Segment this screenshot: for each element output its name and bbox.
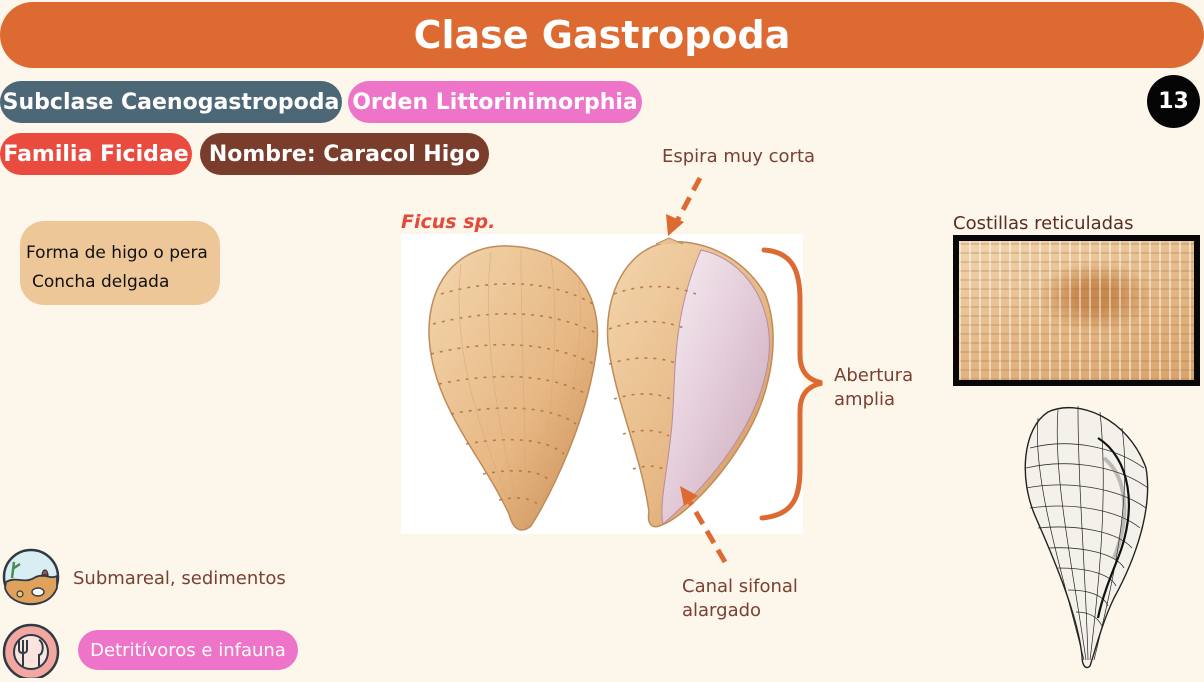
ribs-closeup-photo bbox=[953, 235, 1200, 386]
family-pill: Familia Ficidae bbox=[0, 133, 192, 175]
shell-illustration bbox=[428, 237, 774, 531]
family-label: Familia Ficidae bbox=[3, 141, 189, 167]
subclass-pill: Subclase Caenogastropoda bbox=[0, 81, 342, 123]
diet-icon bbox=[2, 622, 60, 681]
ribs-label: Costillas reticuladas bbox=[953, 213, 1134, 234]
common-name-pill: Nombre: Caracol Higo bbox=[200, 133, 489, 175]
diet-pill: Detritívoros e infauna bbox=[78, 630, 298, 670]
order-label: Orden Littorinimorphia bbox=[352, 89, 638, 115]
habitat-icon bbox=[2, 548, 60, 606]
shell-photo bbox=[401, 234, 803, 534]
page-title: Clase Gastropoda bbox=[413, 13, 791, 57]
canal-arrow bbox=[687, 500, 728, 564]
diet-text: Detritívoros e infauna bbox=[90, 639, 286, 661]
aperture-label-line: amplia bbox=[834, 389, 896, 410]
description-line: Forma de higo o pera bbox=[26, 243, 208, 263]
aperture-label-line: Abertura bbox=[834, 365, 914, 386]
habitat-text: Submareal, sedimentos bbox=[73, 568, 286, 589]
spire-label: Espira muy corta bbox=[662, 146, 816, 167]
title-bar: Clase Gastropoda bbox=[0, 2, 1204, 68]
shell-engraving bbox=[1024, 405, 1149, 669]
canal-arrowhead bbox=[680, 486, 698, 506]
aperture-label: Abertura amplia bbox=[834, 364, 913, 412]
page-number-text: 13 bbox=[1158, 89, 1189, 114]
page-number: 13 bbox=[1147, 75, 1200, 128]
species-label: Ficus sp. bbox=[401, 211, 496, 233]
common-name-label: Nombre: Caracol Higo bbox=[208, 141, 481, 167]
aperture-bracket bbox=[759, 247, 823, 521]
subclass-label: Subclase Caenogastropoda bbox=[2, 89, 340, 115]
description-line: Concha delgada bbox=[32, 272, 170, 292]
description-box: Forma de higo o pera Concha delgada bbox=[20, 221, 220, 305]
order-pill: Orden Littorinimorphia bbox=[348, 81, 642, 123]
spire-arrowhead bbox=[666, 214, 684, 236]
canal-label: Canal sifonal alargado bbox=[682, 575, 798, 623]
canal-label-line: alargado bbox=[682, 600, 762, 621]
spire-arrow bbox=[673, 176, 703, 225]
canal-label-line: Canal sifonal bbox=[682, 576, 798, 597]
